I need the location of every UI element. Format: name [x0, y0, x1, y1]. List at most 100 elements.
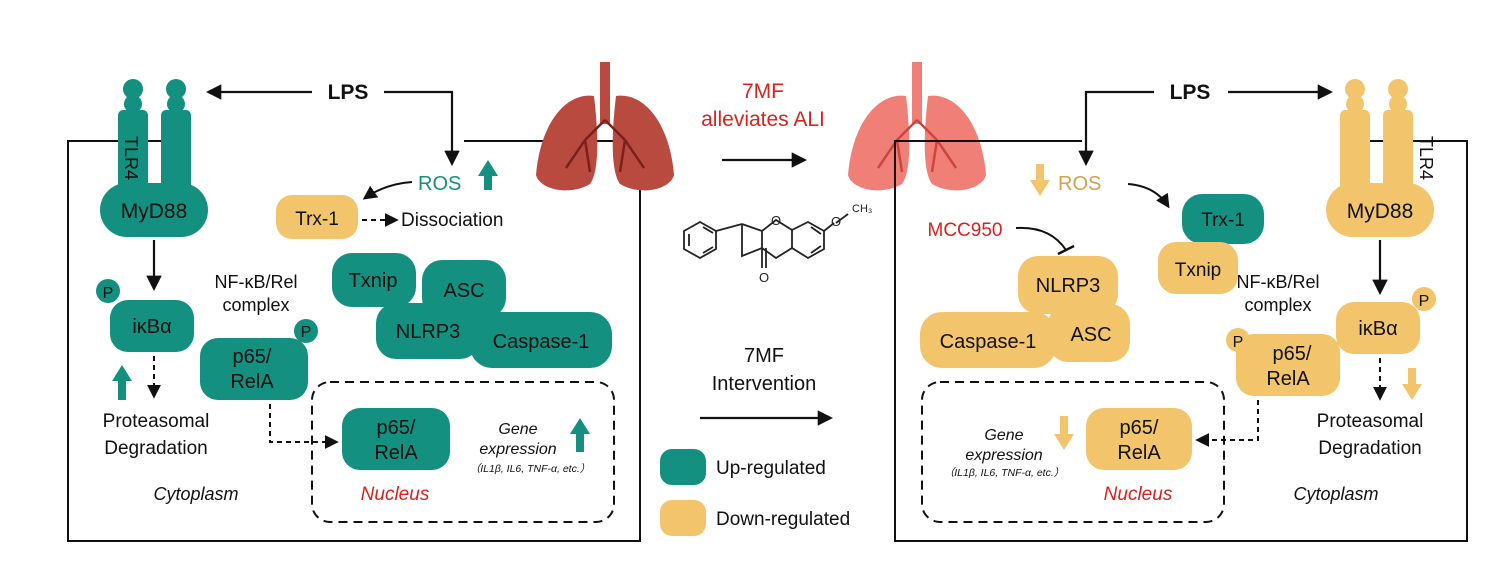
right-nuclear-p65-node — [1086, 408, 1192, 470]
center-title-line1: 7MF — [742, 80, 784, 103]
right-p65-label-line1: p65/ — [1273, 343, 1312, 365]
right-caspase1-label: Caspase-1 — [940, 331, 1037, 353]
left-gene-label: Gene — [498, 421, 537, 438]
left-gene-detail: （IL1β, IL6, TNF-α, etc.） — [470, 463, 591, 475]
left-ros-to-trx1-arrow — [362, 181, 413, 200]
right-nuclear-p65-line1: p65/ — [1120, 417, 1159, 439]
left-nuclear-p65-node — [342, 408, 450, 470]
left-proteasomal-label: Proteasomal — [103, 411, 210, 432]
right-mcc950-label: MCC950 — [928, 220, 1003, 241]
left-p65-label-line2: RelA — [230, 371, 274, 393]
left-p65-phospho-label: P — [301, 324, 312, 341]
left-cell-border — [67, 140, 641, 542]
right-nlrp3-node — [1018, 256, 1118, 314]
left-nlrp3-node — [376, 303, 480, 359]
left-ros-label: ROS — [418, 173, 461, 195]
lung-healthy-icon — [848, 62, 986, 191]
right-cytoplasm-label: Cytoplasm — [1293, 484, 1378, 504]
right-ikba-label: iκBα — [1358, 318, 1397, 340]
left-ikba-label: iκBα — [132, 316, 171, 338]
right-trx1-node — [1182, 194, 1264, 244]
left-ikba-phospho-label: P — [103, 285, 114, 302]
right-panel: TLR4 MyD88 LPS ROS Trx-1 Txnip MCC950 NL… — [894, 79, 1468, 542]
right-p65-label-line2: RelA — [1266, 368, 1310, 390]
left-tlr4-label: TLR4 — [121, 136, 141, 180]
right-lps-to-ros-arrow — [1078, 90, 1154, 167]
left-tlr4-receptor — [118, 79, 191, 195]
chem-methyl-label: CH₃ — [852, 203, 872, 215]
right-degradation-down-arrow — [1402, 368, 1422, 400]
right-myd88-node — [1326, 183, 1434, 237]
left-nucleus-label: Nucleus — [361, 484, 430, 505]
right-p65-phospho-label: P — [1233, 334, 1244, 351]
right-p65-phospho-badge — [1226, 328, 1250, 352]
left-myd88-label: MyD88 — [121, 200, 188, 223]
left-lps-to-ros-arrow — [384, 90, 460, 167]
center-title-line2: alleviates ALI — [701, 108, 825, 131]
lung-inflamed-icon — [536, 62, 674, 191]
right-lps-label: LPS — [1170, 81, 1211, 104]
center-intervention-line2: Intervention — [712, 373, 817, 395]
left-p65-phospho-badge — [294, 319, 318, 343]
left-nuclear-p65-line2: RelA — [374, 442, 418, 464]
right-ros-to-trx1-arrow — [1127, 183, 1170, 209]
left-p65-label-line1: p65/ — [233, 346, 272, 368]
right-ros-down-arrow — [1030, 164, 1050, 196]
right-ikba-node — [1336, 302, 1420, 354]
right-asc-node — [1048, 304, 1130, 362]
left-panel: TLR4 MyD88 LPS ROS Trx-1 Dissociation iκ… — [67, 79, 641, 542]
right-txnip-node — [1158, 242, 1238, 294]
chem-oxygen-ketone: O — [759, 270, 769, 285]
left-trx1-node — [276, 195, 358, 239]
right-gene-label: Gene — [984, 427, 1023, 444]
right-ros-label: ROS — [1058, 173, 1101, 195]
legend-up-label: Up-regulated — [716, 458, 826, 479]
right-tlr4-label: TLR4 — [1416, 136, 1436, 180]
left-txnip-node — [332, 253, 416, 307]
right-nfkb-complex-label: complex — [1244, 295, 1311, 315]
right-nuclear-p65-line2: RelA — [1117, 442, 1161, 464]
right-nucleus-label: Nucleus — [1104, 484, 1173, 505]
left-caspase1-node — [470, 312, 612, 368]
chem-oxygen-methoxy: O — [831, 214, 841, 229]
left-ros-up-arrow — [478, 160, 498, 190]
left-nuclear-p65-line1: p65/ — [377, 417, 416, 439]
right-nlrp3-label: NLRP3 — [1036, 275, 1100, 297]
right-proteasomal-label: Proteasomal — [1317, 411, 1424, 432]
left-ikba-phospho-badge — [96, 279, 120, 303]
left-asc-label: ASC — [443, 280, 484, 302]
center-intervention-line1: 7MF — [744, 345, 784, 367]
right-trx1-label: Trx-1 — [1201, 210, 1245, 231]
right-myd88-label: MyD88 — [1347, 200, 1414, 223]
left-degradation-label: Degradation — [104, 438, 208, 459]
left-degradation-up-arrow — [112, 365, 132, 400]
right-txnip-label: Txnip — [1175, 260, 1221, 281]
7mf-chemical-structure — [683, 213, 849, 268]
center-column: 7MF alleviates ALI O O O CH₃ 7MF Interve… — [536, 62, 986, 536]
right-nfkb-label: NF-κB/Rel — [1236, 272, 1319, 292]
right-expression-label: expression — [965, 447, 1042, 464]
left-cytoplasm-label: Cytoplasm — [153, 484, 238, 504]
legend-down-swatch — [660, 500, 706, 536]
right-mcc950-inhibit-line — [1015, 226, 1067, 251]
right-ikba-phospho-badge — [1412, 287, 1436, 311]
left-nfkb-complex-label: complex — [222, 295, 289, 315]
right-asc-label: ASC — [1070, 324, 1111, 346]
right-tlr4-receptor — [1340, 79, 1413, 195]
right-gene-detail: （IL1β, IL6, TNF-α, etc.） — [944, 467, 1065, 479]
left-p65-to-nucleus-arrow — [269, 404, 339, 449]
left-myd88-node — [100, 183, 208, 237]
left-nucleus-border — [311, 381, 615, 523]
right-degradation-label: Degradation — [1318, 438, 1422, 459]
legend-down-label: Down-regulated — [716, 509, 850, 530]
left-txnip-label: Txnip — [349, 270, 398, 292]
right-cell-border — [894, 140, 1468, 542]
right-p65-node — [1236, 334, 1340, 396]
left-gene-up-arrow — [570, 418, 590, 452]
left-ikba-node — [110, 300, 194, 352]
legend-up-swatch — [660, 449, 706, 485]
right-ikba-phospho-label: P — [1419, 293, 1430, 310]
left-nlrp3-label: NLRP3 — [396, 321, 460, 343]
